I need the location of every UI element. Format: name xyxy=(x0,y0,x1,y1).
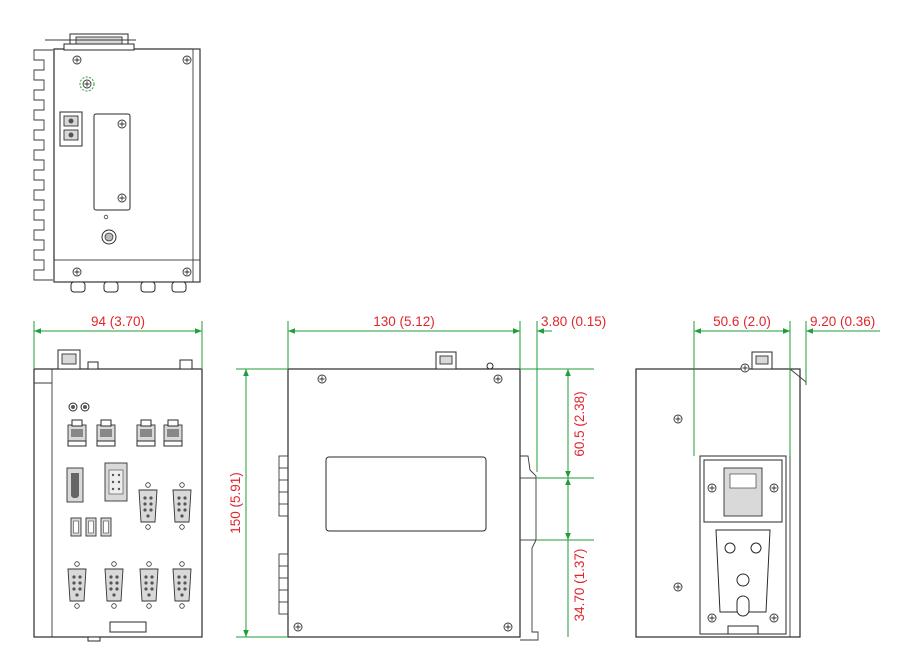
side-view-din-rail-clip xyxy=(520,455,539,641)
top-view-cover-panel xyxy=(93,113,131,211)
top-view-connector-nubs xyxy=(70,281,187,293)
reset-button-icon xyxy=(101,229,117,245)
serial-port-icon xyxy=(172,561,192,609)
rear-view xyxy=(635,351,807,638)
dimension-front-width: 94 (3.70) xyxy=(33,314,203,369)
dimension-rear-width: 50.6 (2.0) xyxy=(693,314,791,456)
dimension-rear-offset: 9.20 (0.36) xyxy=(778,314,880,382)
dimension-label: 3.80 (0.15) xyxy=(541,314,606,329)
ground-point-icon xyxy=(79,76,95,92)
dimension-label: 94 (3.70) xyxy=(91,314,145,329)
screw-icon xyxy=(673,414,683,424)
screw-icon xyxy=(72,55,82,65)
screw-icon xyxy=(673,582,683,592)
top-view-din-clip xyxy=(45,33,136,51)
rear-view-top-clip xyxy=(751,351,773,370)
serial-port-icon xyxy=(139,561,159,609)
serial-port-icon xyxy=(104,561,124,609)
side-view-top-clip xyxy=(435,351,494,370)
front-view xyxy=(33,349,203,642)
screw-icon xyxy=(182,55,192,65)
screw-icon xyxy=(740,363,750,373)
dimension-label: 34.70 (1.37) xyxy=(572,549,587,622)
serial-port-icon xyxy=(138,482,158,530)
front-view-label-slot xyxy=(109,621,147,633)
power-terminal-block xyxy=(59,111,83,147)
dimension-upper-rail: 60.5 (2.38) xyxy=(520,368,594,479)
din-rail-bracket xyxy=(699,455,787,635)
led-hole-icon xyxy=(103,214,109,220)
front-view-top-clip xyxy=(57,349,193,370)
serial-port-icon xyxy=(67,561,87,609)
dimension-label: 150 (5.91) xyxy=(228,472,243,534)
dimension-side-depth: 130 (5.12) xyxy=(287,314,521,369)
screw-icon xyxy=(293,622,303,632)
side-view xyxy=(278,351,539,641)
dimension-label: 50.6 (2.0) xyxy=(713,314,771,329)
dimension-label: 9.20 (0.36) xyxy=(810,314,875,329)
top-view xyxy=(33,33,201,293)
side-view-recess-panel xyxy=(325,456,487,532)
top-view-fins xyxy=(33,49,53,281)
hdmi-port-icon xyxy=(66,467,84,503)
screw-icon xyxy=(317,374,327,384)
dimension-label: 60.5 (2.38) xyxy=(572,391,587,456)
usb-port-icon xyxy=(100,517,112,537)
serial-port-icon xyxy=(172,482,192,530)
vga-port-icon xyxy=(104,462,128,502)
screw-icon xyxy=(503,622,513,632)
usb-port-icon xyxy=(85,517,97,537)
top-view-lower-plate xyxy=(53,259,201,283)
dimension-lower-rail: 34.70 (1.37) xyxy=(536,478,594,637)
screw-icon xyxy=(72,267,82,277)
led-indicators xyxy=(68,402,90,412)
screw-icon xyxy=(493,374,503,384)
usb-port-icon xyxy=(70,517,82,537)
screw-icon xyxy=(182,267,192,277)
dimension-side-offset: 3.80 (0.15) xyxy=(506,314,606,472)
dimension-label: 130 (5.12) xyxy=(373,314,435,329)
dimension-height: 150 (5.91) xyxy=(228,368,288,638)
